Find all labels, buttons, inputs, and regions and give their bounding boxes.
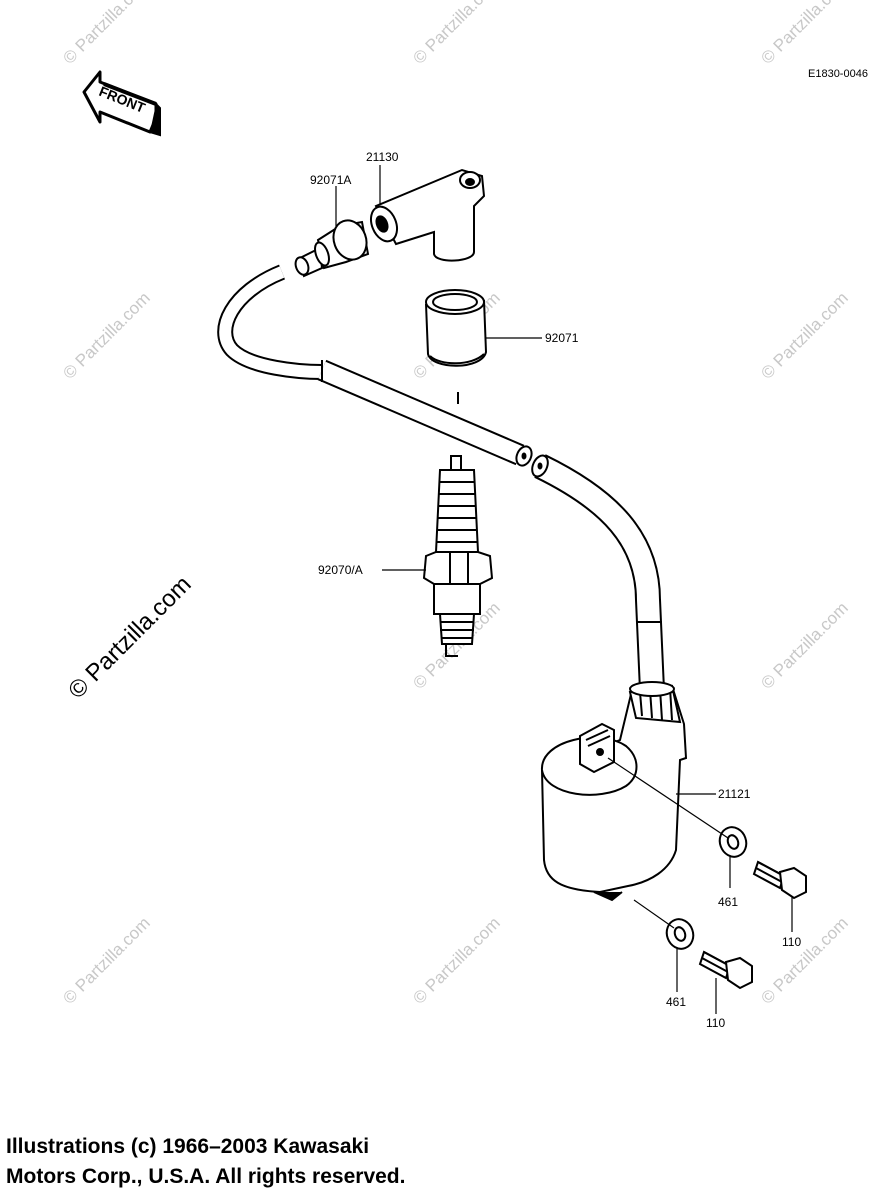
- part-label-92071: 92071: [545, 331, 579, 345]
- spark-plug-92070a: [422, 455, 494, 657]
- washer-461-upper: [718, 826, 748, 858]
- part-label-461-upper: 461: [718, 895, 738, 909]
- part-label-21130: 21130: [366, 150, 399, 164]
- part-label-21121: 21121: [718, 787, 751, 801]
- bolt-110-lower: [698, 950, 753, 990]
- copyright-line-2: Motors Corp., U.S.A. All rights reserved…: [6, 1165, 406, 1188]
- watermark: © Partzilla.com: [59, 0, 153, 68]
- watermark: © Partzilla.com: [59, 913, 153, 1007]
- part-label-461-lower: 461: [666, 995, 686, 1009]
- washer-461-lower: [665, 918, 695, 950]
- watermark: © Partzilla.com: [757, 913, 851, 1007]
- watermark: © Partzilla.com: [757, 598, 851, 692]
- part-label-110-upper: 110: [782, 935, 801, 949]
- bolt-110-upper: [752, 860, 807, 900]
- ignition-coil-21121: [540, 681, 688, 902]
- watermark-large: © Partzilla.com: [63, 571, 196, 704]
- copyright-notice: Illustrations (c) 1966–2003 Kawasaki Mot…: [6, 1132, 405, 1192]
- spark-plug-cap-21130: [369, 168, 486, 262]
- part-label-92071a: 92071A: [310, 173, 351, 187]
- cap-seal-92071a: [294, 219, 370, 278]
- copyright-line-1: Illustrations (c) 1966–2003 Kawasaki: [6, 1135, 370, 1158]
- watermark: © Partzilla.com: [409, 0, 503, 68]
- part-label-92070a: 92070/A: [318, 563, 363, 577]
- part-label-110-lower: 110: [706, 1016, 725, 1030]
- watermark: © Partzilla.com: [757, 288, 851, 382]
- watermark: © Partzilla.com: [757, 0, 851, 68]
- leader-lines: [335, 165, 793, 1014]
- watermark: © Partzilla.com: [59, 288, 153, 382]
- ignition-lead: [217, 264, 665, 691]
- plug-cap-92071: [425, 289, 488, 367]
- front-arrow-icon: FRONT: [82, 70, 161, 137]
- diagram-code: E1830-0046: [808, 68, 868, 80]
- watermark: © Partzilla.com: [409, 913, 503, 1007]
